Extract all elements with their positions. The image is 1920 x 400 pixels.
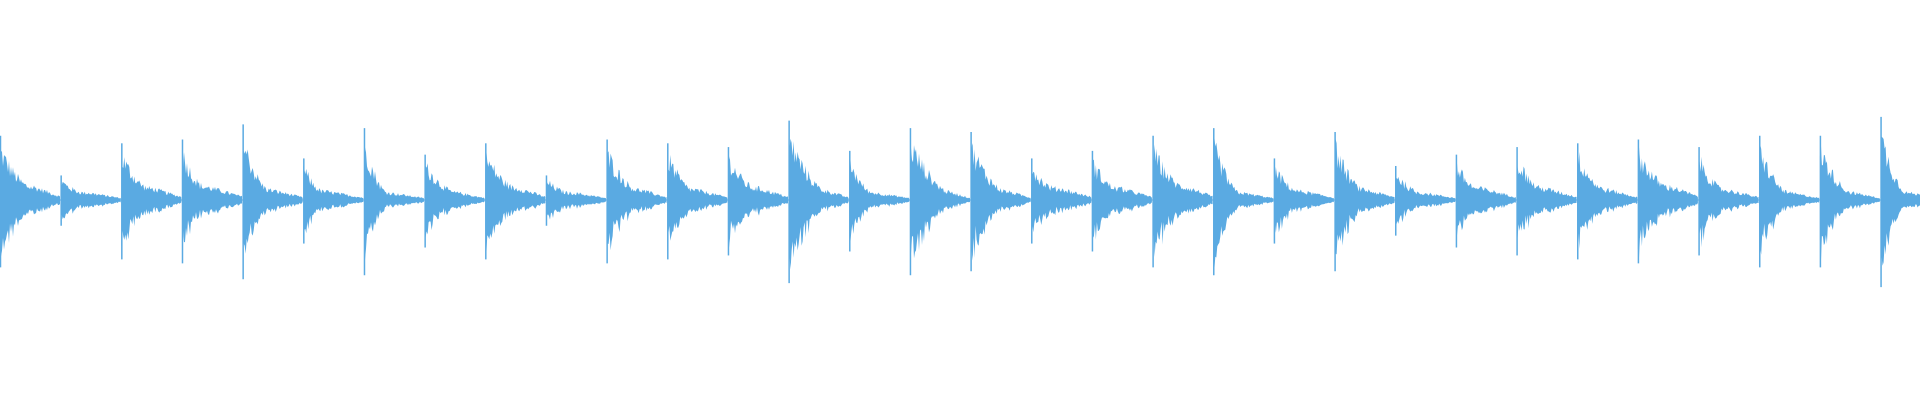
waveform-transient [667, 146, 728, 252]
waveform-transient [1577, 151, 1638, 249]
waveform-transient [182, 152, 242, 243]
waveform-transient [728, 156, 788, 248]
waveform-transient [546, 178, 606, 224]
waveform-transient [1516, 151, 1577, 248]
waveform-transient [910, 137, 970, 264]
waveform-transient [60, 182, 121, 219]
waveform-transient [1698, 156, 1759, 248]
waveform-transient [849, 157, 910, 244]
waveform-transient [303, 165, 364, 239]
waveform-transient [606, 145, 667, 261]
waveform-transient [1152, 144, 1213, 257]
waveform-transient [1880, 130, 1920, 272]
waveform-transient [1759, 144, 1820, 255]
waveform-transient [424, 162, 485, 237]
waveform-transient [1213, 136, 1274, 271]
waveform-transient [788, 130, 849, 280]
waveform-transient [970, 143, 1031, 261]
waveform-transient [1819, 144, 1880, 262]
waveform-transient [1637, 145, 1698, 260]
waveform-transient [1031, 171, 1092, 233]
waveform-transient [1273, 160, 1334, 243]
waveform-transients [0, 116, 1920, 288]
waveform-transient [364, 135, 424, 260]
waveform-transient [1455, 161, 1516, 237]
waveform-transient [242, 149, 303, 254]
waveform-transient [1334, 139, 1395, 255]
waveform-transient [121, 157, 182, 248]
waveform-transient [0, 148, 60, 257]
waveform-transient [1091, 159, 1152, 240]
waveform-transient [1395, 177, 1456, 226]
waveform-transient [485, 150, 546, 255]
